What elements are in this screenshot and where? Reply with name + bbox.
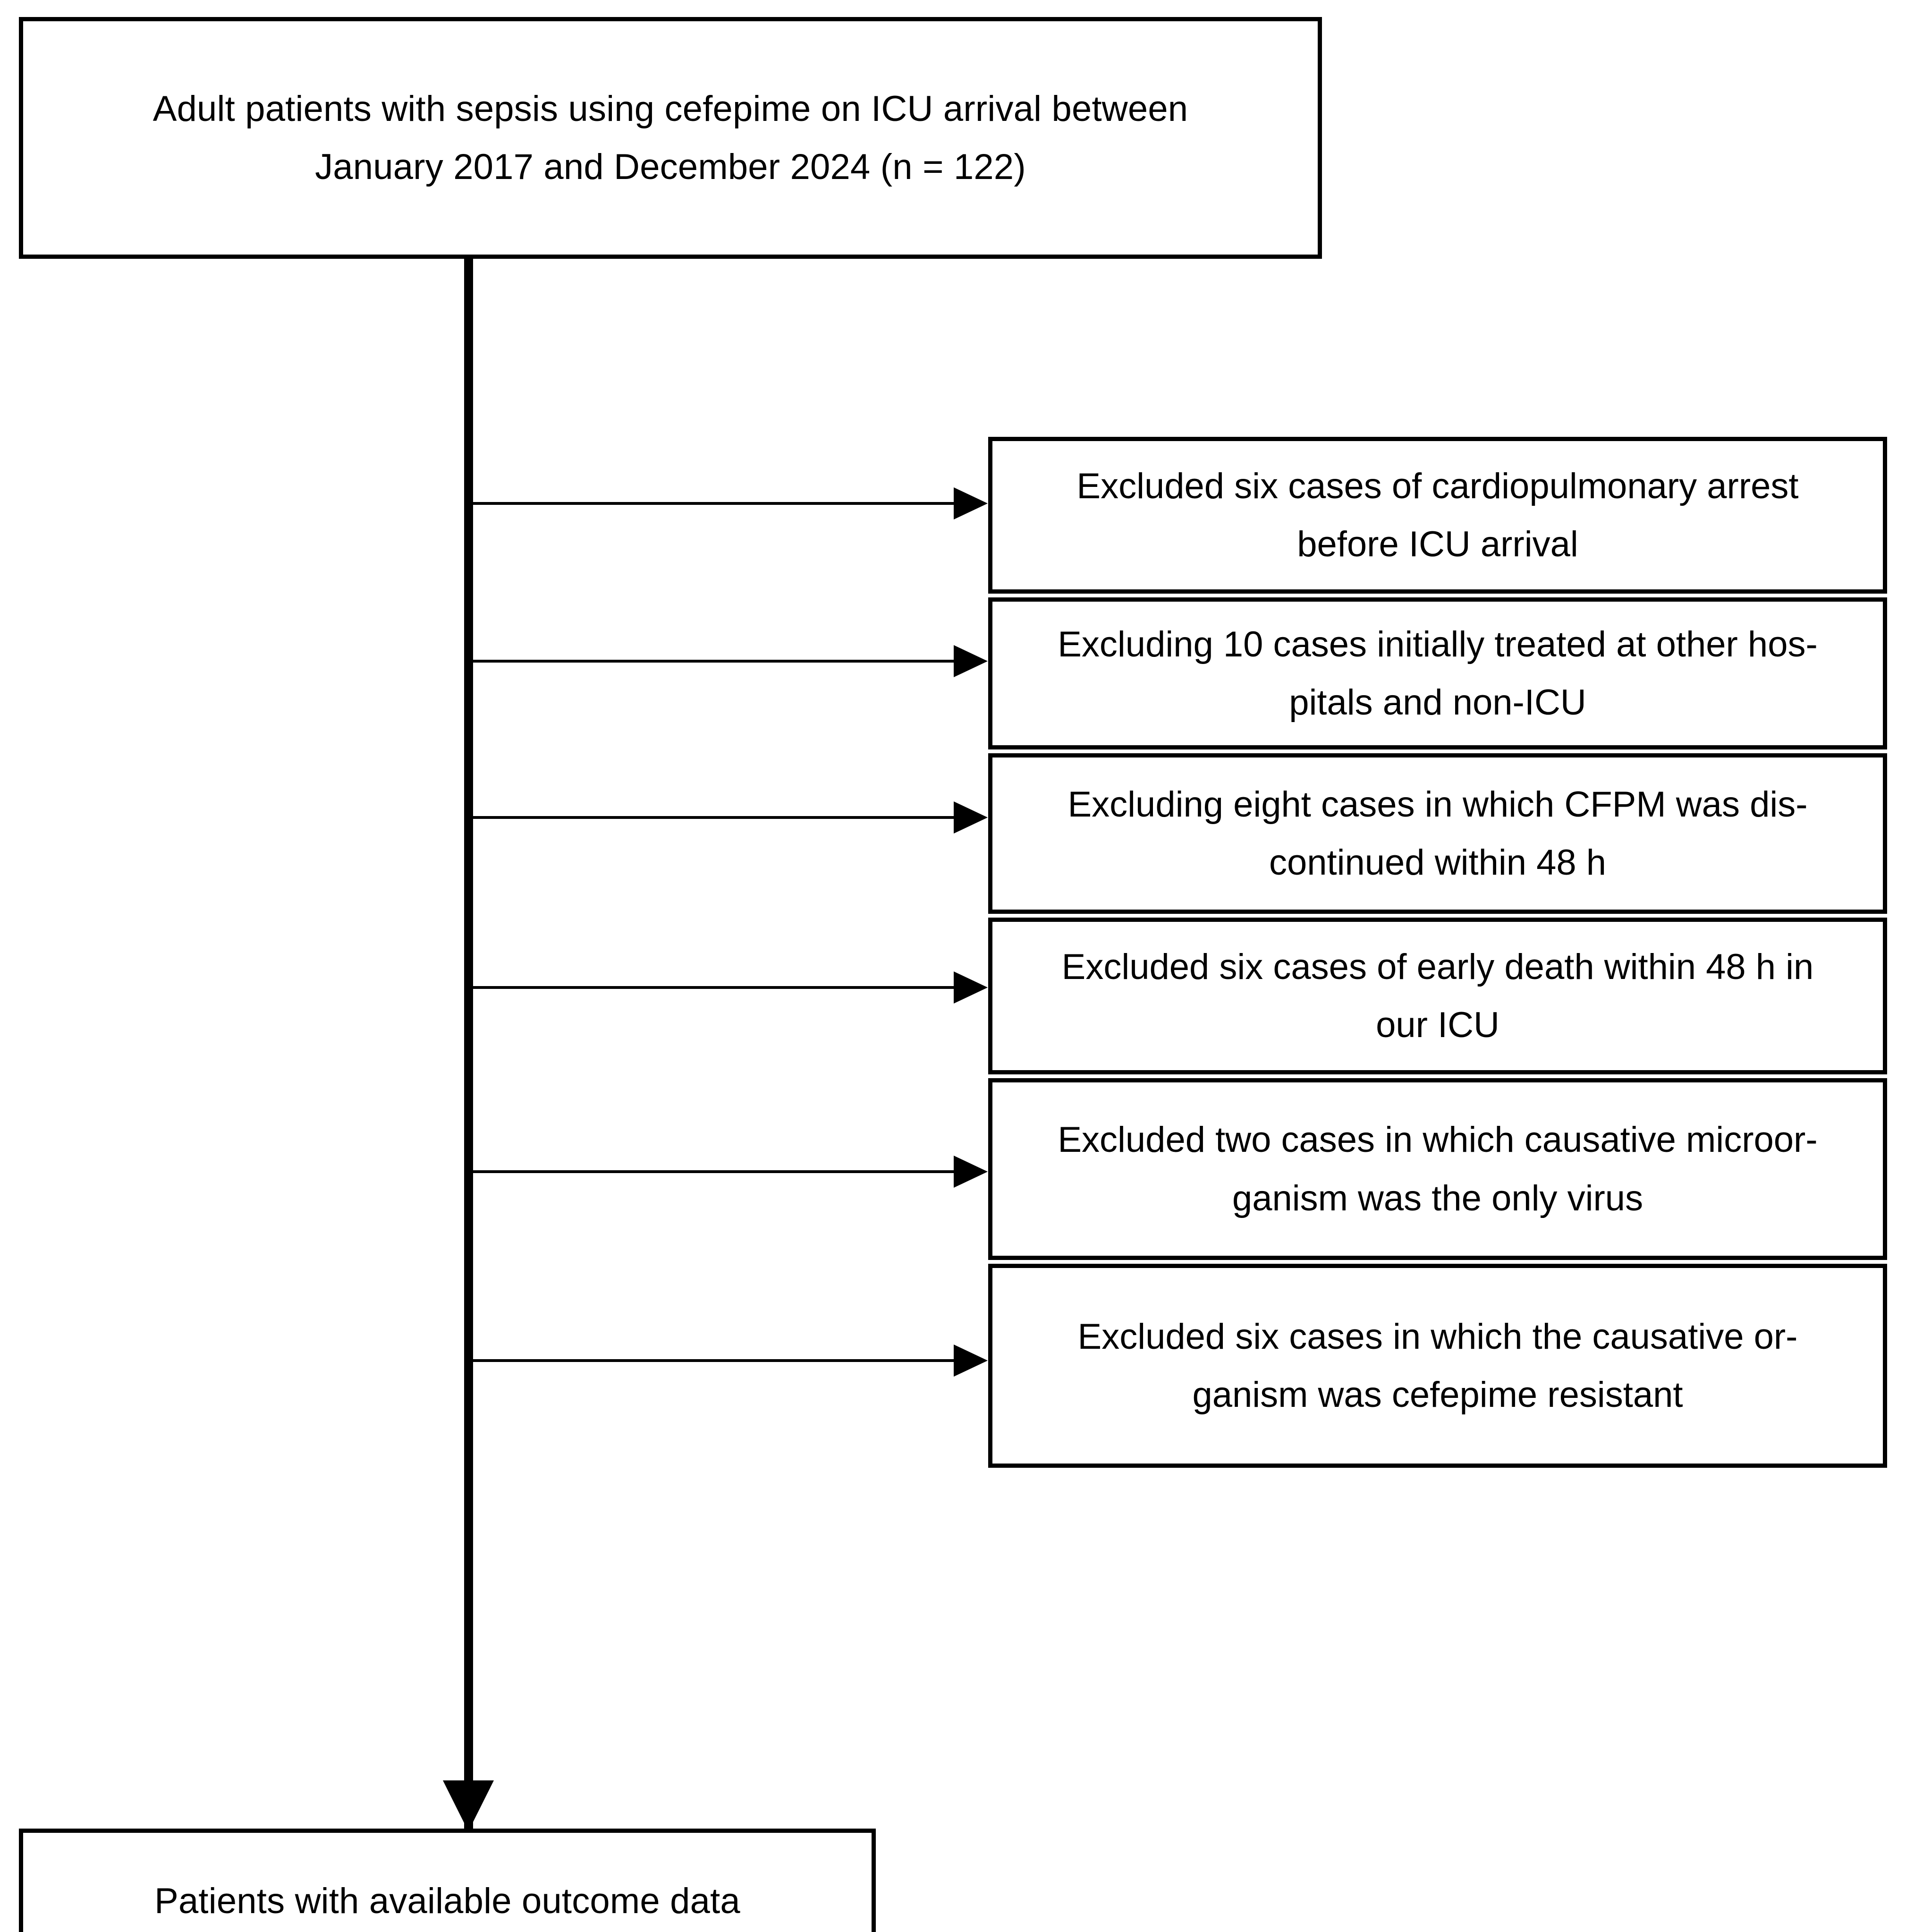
exclusion-box-2: Excluding 10 cases initially treated at … xyxy=(988,597,1887,749)
exclusion-line-4b: our ICU xyxy=(1376,1005,1499,1045)
exclusion-line-5b: ganism was the only virus xyxy=(1232,1178,1643,1218)
branch-line-1 xyxy=(472,502,954,505)
main-trunk-line xyxy=(464,259,473,1829)
branch-arrowhead-4-icon xyxy=(954,971,988,1004)
exclusion-line-3b: continued within 48 h xyxy=(1269,843,1607,883)
source-population-line-1: Adult patients with sepsis using cefepim… xyxy=(152,88,1188,129)
exclusion-line-1a: Excluded six cases of cardiopulmonary ar… xyxy=(1076,466,1799,506)
exclusion-line-3a: Excluding eight cases in which CFPM was … xyxy=(1067,784,1808,825)
main-trunk-arrowhead-icon xyxy=(443,1780,494,1831)
exclusion-box-3: Excluding eight cases in which CFPM was … xyxy=(988,753,1887,914)
outcome-population-label: Patients with available outcome data(n =… xyxy=(23,1872,872,1932)
exclusion-box-4: Excluded six cases of early death within… xyxy=(988,918,1887,1074)
branch-arrowhead-1-icon xyxy=(954,487,988,519)
exclusion-label-4: Excluded six cases of early death within… xyxy=(992,938,1883,1054)
source-population-line-2: January 2017 and December 2024 (n = 122) xyxy=(315,147,1026,187)
exclusion-line-4a: Excluded six cases of early death within… xyxy=(1061,946,1814,987)
branch-line-3 xyxy=(472,816,954,819)
branch-arrowhead-3-icon xyxy=(954,801,988,834)
exclusion-line-1b: before ICU arrival xyxy=(1297,524,1578,564)
exclusion-box-6: Excluded six cases in which the causativ… xyxy=(988,1264,1887,1468)
branch-arrowhead-2-icon xyxy=(954,645,988,677)
exclusion-line-6a: Excluded six cases in which the causativ… xyxy=(1077,1316,1798,1357)
exclusion-line-2b: pitals and non-ICU xyxy=(1289,682,1586,723)
exclusion-line-5a: Excluded two cases in which causative mi… xyxy=(1058,1120,1818,1160)
branch-arrowhead-6-icon xyxy=(954,1345,988,1377)
branch-line-5 xyxy=(472,1170,954,1173)
exclusion-label-5: Excluded two cases in which causative mi… xyxy=(992,1111,1883,1227)
exclusion-label-3: Excluding eight cases in which CFPM was … xyxy=(992,775,1883,892)
outcome-population-box: Patients with available outcome data(n =… xyxy=(19,1829,876,1932)
branch-line-6 xyxy=(472,1359,954,1362)
exclusion-line-2a: Excluding 10 cases initially treated at … xyxy=(1058,624,1818,664)
exclusion-label-1: Excluded six cases of cardiopulmonary ar… xyxy=(992,457,1883,573)
branch-arrowhead-5-icon xyxy=(954,1156,988,1188)
exclusion-label-6: Excluded six cases in which the causativ… xyxy=(992,1308,1883,1424)
exclusion-box-1: Excluded six cases of cardiopulmonary ar… xyxy=(988,437,1887,594)
exclusion-box-5: Excluded two cases in which causative mi… xyxy=(988,1078,1887,1260)
source-population-box: Adult patients with sepsis using cefepim… xyxy=(19,17,1322,259)
exclusion-label-2: Excluding 10 cases initially treated at … xyxy=(992,615,1883,732)
exclusion-box-stack: Excluded six cases of cardiopulmonary ar… xyxy=(988,437,1887,1472)
outcome-population-line-1: Patients with available outcome data xyxy=(154,1881,740,1921)
branch-line-2 xyxy=(472,660,954,663)
branch-line-4 xyxy=(472,986,954,989)
exclusion-line-6b: ganism was cefepime resistant xyxy=(1192,1375,1683,1415)
source-population-label: Adult patients with sepsis using cefepim… xyxy=(23,80,1318,196)
